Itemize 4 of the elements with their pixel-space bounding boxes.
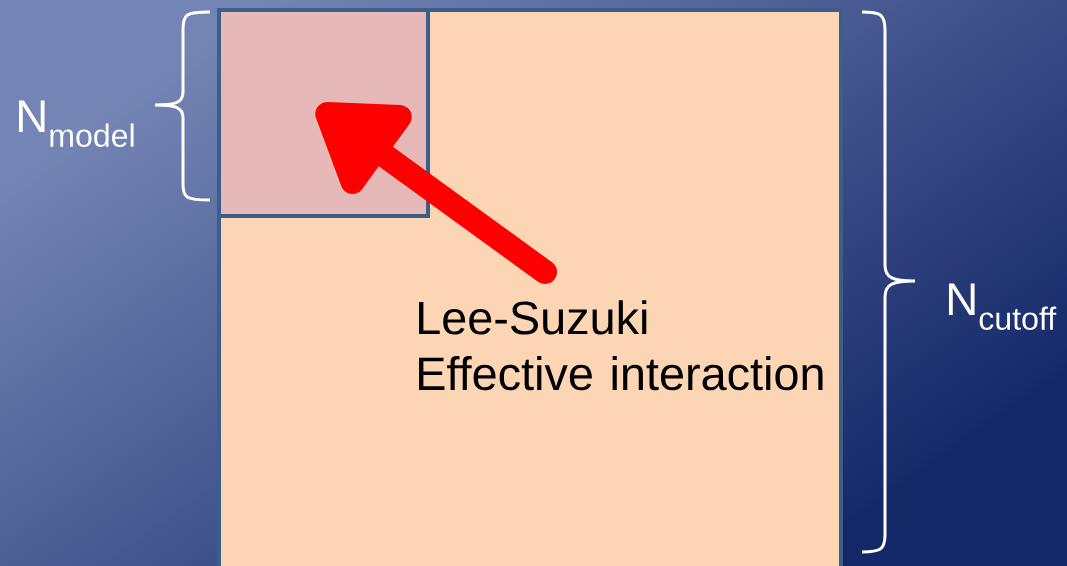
- arrow: [315, 102, 557, 284]
- dimension-label: N$_{model}$: [18, 100, 134, 147]
- dimension-label: N$_{cutoff}$: [948, 283, 1057, 330]
- annotation-text: Lee-Suzuki Effective interaction: [419, 300, 823, 391]
